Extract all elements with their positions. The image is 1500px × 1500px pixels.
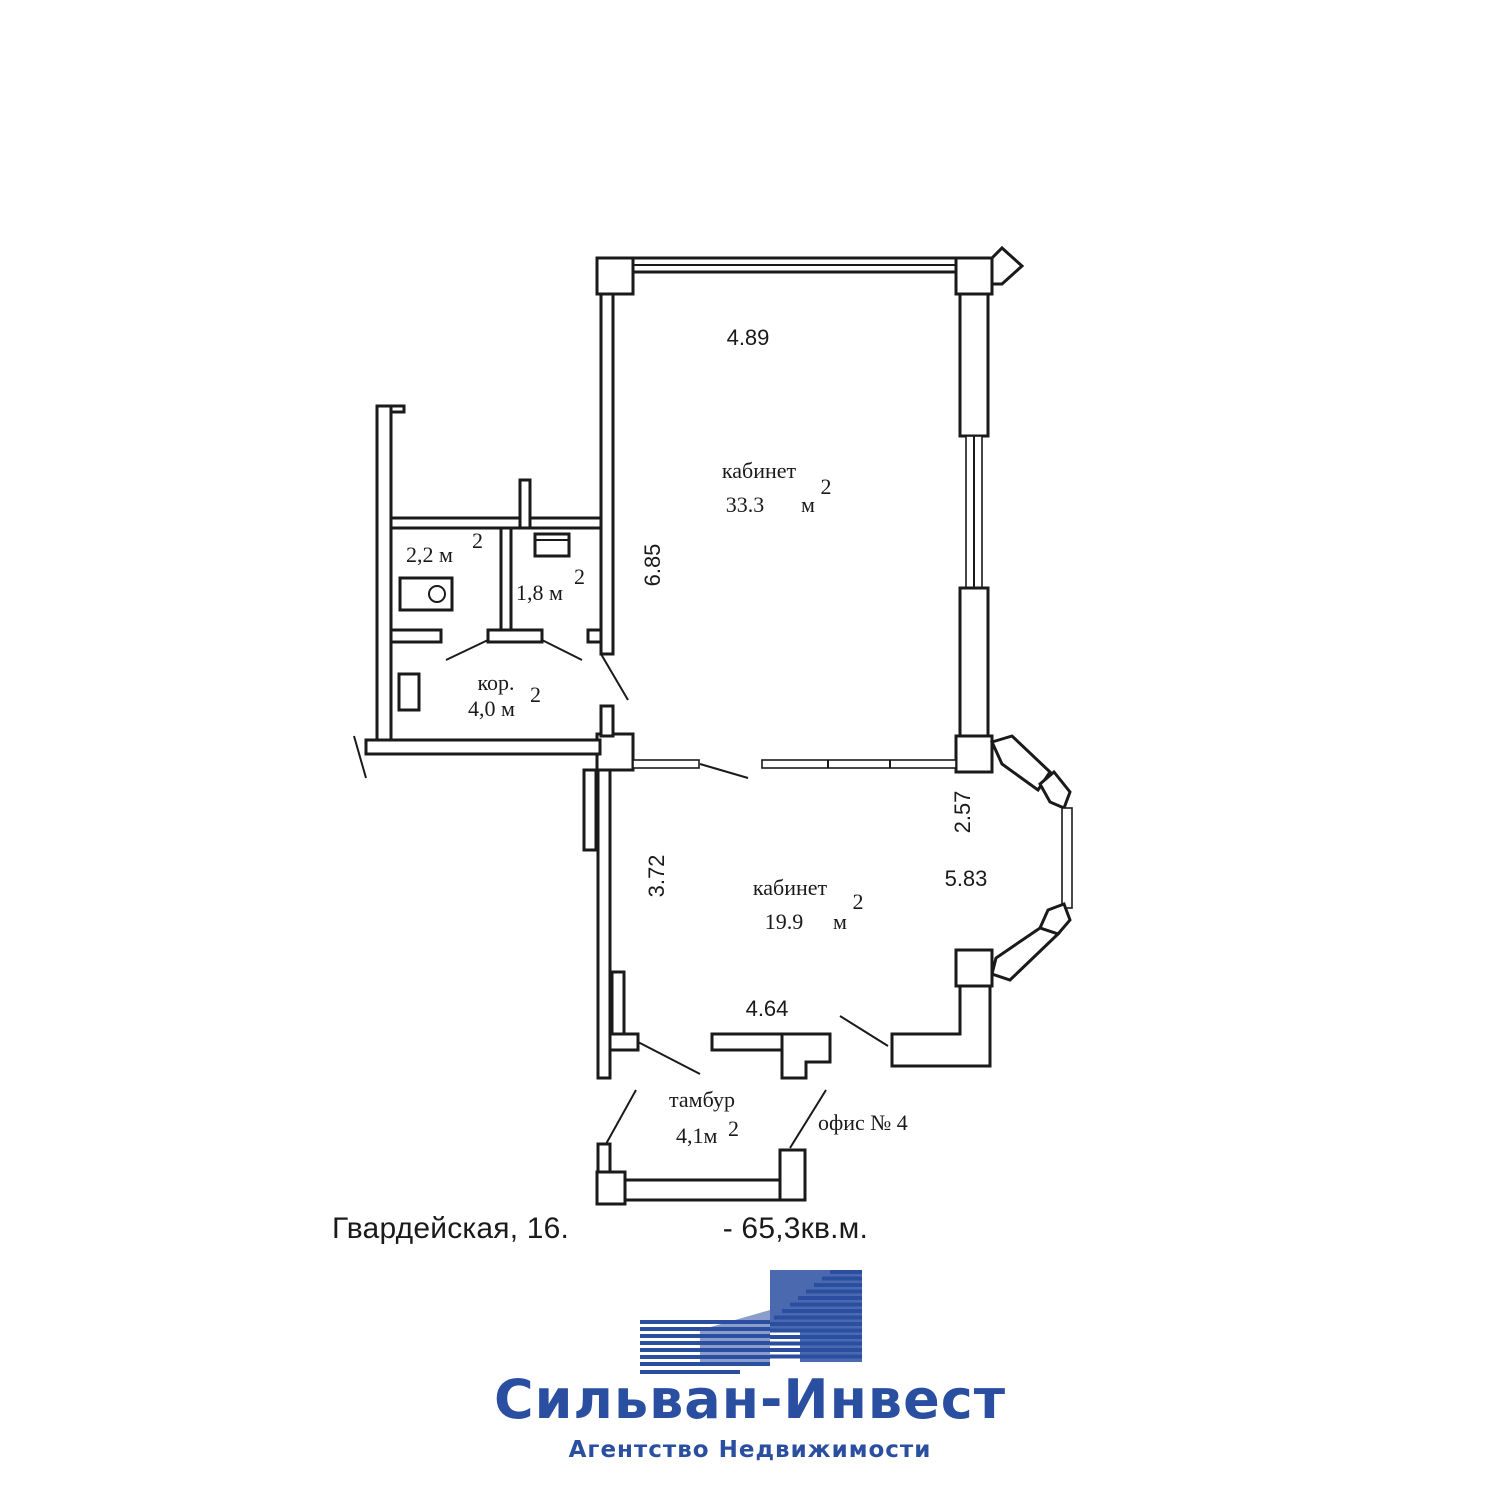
room-labels: кабинет 33.3 м 2 кабинет 19.9 м 2 2,2 м … [406,458,908,1148]
vestibule-column [595,1170,627,1206]
lower-left-jamb [582,768,598,852]
vestibule-name: тамбур [669,1087,735,1112]
logo-stripe [640,1320,770,1324]
bottom-wall-mid [710,1032,784,1052]
vestibule-bottom-wall [623,1178,807,1202]
left-wall-upper [599,292,615,656]
vestibule-left-jamb [596,1142,612,1176]
vestibule-right-wall [778,1148,807,1202]
dim-left-height: 6.85 [640,544,665,587]
dim-top-width: 4.89 [727,325,770,350]
vestibule-area: 4,1м [676,1123,718,1148]
office-large-name: кабинет [722,458,797,483]
lower-left-foot [608,1032,640,1052]
left-wall-mid [599,704,615,738]
dim-lower-left-height: 3.72 [644,855,669,898]
unit-label: офис № 4 [818,1110,908,1135]
dim-bottom-width: 4.64 [746,996,789,1021]
office-large-area: 33.3 [726,492,765,517]
wc-left-area: 2,2 м [406,542,453,567]
wc-right-sup: 2 [574,564,585,589]
partition-glass-right [761,759,957,769]
wc-right-jamb [586,628,603,644]
office-small-area: 19.9 [765,909,804,934]
walls [353,245,1073,1206]
bay-corner-bottom [1037,902,1072,936]
wc-right-area: 1,8 м [516,580,563,605]
lower-left-wall [596,768,612,1080]
vestibule-sup: 2 [728,1116,739,1141]
office-small-name: кабинет [753,875,828,900]
right-wall-2 [958,586,990,740]
logo-wing [700,1310,770,1362]
column-top-left [595,256,635,296]
corridor-sup: 2 [530,682,541,707]
logo-stripe [640,1370,740,1374]
office-small-sup: 2 [853,889,864,914]
toilet-icon [398,576,454,612]
dim-right-width: 5.83 [945,866,988,891]
door-swing-entry [637,1041,701,1075]
dimensions: 4.89 6.85 2.57 5.83 3.72 4.64 [640,325,987,1021]
logo-tower [770,1270,862,1362]
bay-corner-top [1038,769,1072,810]
washbasin-icon [397,672,421,712]
corner-bracket [990,245,1025,286]
corridor-bottom-wall [364,738,602,756]
brand-name: Сильван-Инвест [493,1368,1007,1431]
office-small-unit: м [833,909,847,934]
wc-divider [499,526,513,634]
office-large-sup: 2 [821,474,832,499]
wc-wall-cap [389,404,406,414]
column-lower-right [954,948,994,988]
bay-segment-2 [990,926,1061,982]
right-wall-1 [958,292,990,438]
column-top-right [954,256,994,296]
column-mid-right [954,734,994,774]
bay-window [1061,807,1073,909]
wc-door-jamb [486,628,544,644]
wc-outer-wall [375,404,393,750]
lower-right-wall [890,984,992,1068]
sink-icon [533,532,571,558]
corridor-area: 4,0 м [468,696,515,721]
corridor-name: кор. [477,670,514,695]
wc-top-wall [389,516,603,530]
building-logo-icon [640,1270,862,1374]
office-large-unit: м [801,492,815,517]
address-caption: Гвардейская, 16. - 65,3кв.м. [332,1212,868,1245]
wc-stub [518,478,532,530]
partition-glass-left [632,759,700,769]
lower-left-inner [610,970,626,1038]
bottom-pier [780,1032,832,1080]
column-mid-left [595,732,635,772]
brand-tagline: Агентство Недвижимости [568,1437,932,1463]
door-swing-partition [699,763,749,779]
wc-left-jamb [389,628,443,644]
wc-left-sup: 2 [472,528,483,553]
dim-bay-height: 2.57 [950,791,975,834]
logo-stripe [640,1362,770,1366]
door-swing-right [839,1015,889,1047]
